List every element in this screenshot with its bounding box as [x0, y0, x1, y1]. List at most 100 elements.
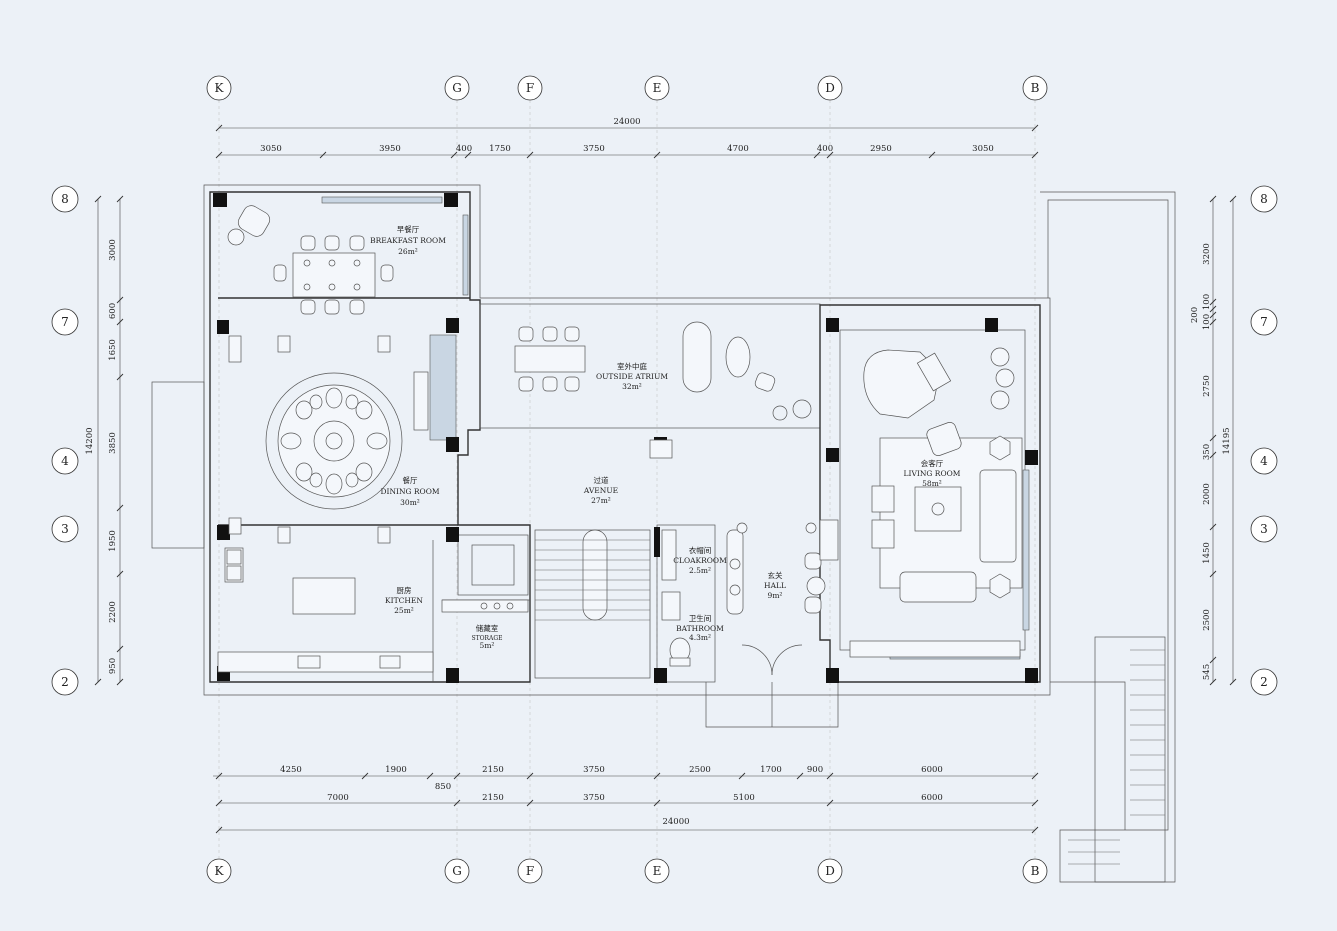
svg-text:LIVING ROOM: LIVING ROOM	[904, 469, 961, 478]
dim-bottom1-1: 1900	[385, 765, 407, 775]
svg-text:3: 3	[61, 522, 69, 536]
svg-text:OUTSIDE ATRIUM: OUTSIDE ATRIUM	[596, 372, 668, 381]
svg-text:K: K	[215, 864, 225, 878]
dim-bottom1-0: 4250	[280, 765, 302, 775]
dim-bottom-850: 850	[435, 782, 451, 792]
room-label-atrium: 室外中庭 OUTSIDE ATRIUM 32m²	[596, 361, 668, 391]
central-stairs	[534, 529, 651, 679]
dim-top-6: 400	[817, 144, 833, 154]
svg-text:玄关: 玄关	[768, 570, 783, 580]
hall-furniture	[661, 519, 839, 727]
dim-left-6: 950	[108, 658, 118, 674]
svg-text:D: D	[825, 864, 835, 878]
room-label-breakfast: 早餐厅 BREAKFAST ROOM 26m²	[370, 225, 446, 256]
grid-bubble-4-left: 4	[51, 447, 79, 475]
dim-top-8: 3050	[972, 144, 994, 154]
svg-text:2: 2	[61, 675, 69, 689]
svg-text:K: K	[215, 81, 225, 95]
svg-text:F: F	[526, 81, 534, 95]
dim-top-7: 2950	[870, 144, 892, 154]
svg-text:26m²: 26m²	[398, 247, 418, 256]
svg-text:KITCHEN: KITCHEN	[385, 596, 423, 605]
svg-text:E: E	[653, 864, 662, 878]
svg-text:4.3m²: 4.3m²	[689, 633, 711, 642]
svg-text:32m²: 32m²	[622, 382, 642, 391]
living-room-furniture	[849, 347, 1023, 658]
svg-text:30m²: 30m²	[400, 498, 420, 507]
dim-top-0: 3050	[260, 144, 282, 154]
grid-bubble-G-bottom: G	[444, 858, 470, 884]
grid-bubble-3-left: 3	[51, 515, 79, 543]
svg-text:58m²: 58m²	[922, 479, 942, 488]
svg-text:2: 2	[1260, 675, 1268, 689]
dim-left-2: 1650	[108, 339, 118, 361]
grid-bubble-B-top: B	[1022, 75, 1048, 101]
grid-bubble-G-top: G	[444, 75, 470, 101]
room-label-hall: 玄关 HALL 9m²	[764, 570, 786, 600]
grid-bubble-4-right: 4	[1250, 447, 1278, 475]
svg-text:9m²: 9m²	[768, 591, 783, 600]
dim-top-4: 3750	[583, 144, 605, 154]
dim-top-total: 24000	[613, 117, 640, 127]
kitchen-furniture	[217, 547, 529, 673]
dim-left-3: 3850	[108, 432, 118, 454]
room-label-kitchen: 厨房 KITCHEN 25m²	[385, 585, 423, 615]
svg-text:衣帽间: 衣帽间	[689, 545, 712, 555]
svg-text:DINING ROOM: DINING ROOM	[380, 487, 439, 496]
dim-top-2: 400	[456, 144, 472, 154]
grid-bubble-E-bottom: E	[644, 858, 670, 884]
dim-bottom1-4: 2500	[689, 765, 711, 775]
dim-top-5: 4700	[727, 144, 749, 154]
grid-bubble-8-left: 8	[51, 185, 79, 213]
grid-bubble-K-top: K	[206, 75, 232, 101]
dim-bottom2-1: 2150	[482, 793, 504, 803]
svg-text:D: D	[825, 81, 835, 95]
svg-text:厨房: 厨房	[397, 585, 412, 595]
svg-text:4: 4	[1260, 454, 1268, 468]
room-label-dining: 餐厅 DINING ROOM 30m²	[380, 476, 439, 507]
svg-text:卫生间: 卫生间	[689, 613, 712, 623]
grid-bubble-2-left: 2	[51, 668, 79, 696]
svg-text:E: E	[653, 81, 662, 95]
dim-right-2: 100	[1202, 314, 1212, 330]
round-dining-table	[228, 335, 429, 544]
dim-bottom2-4: 6000	[921, 793, 943, 803]
svg-text:7: 7	[1260, 315, 1268, 329]
dim-right-3: 100	[1202, 294, 1212, 310]
room-label-cloakroom: 衣帽间 CLOAKROOM 2.5m²	[673, 545, 727, 575]
left-dimensions: 14200 3000 600 1650 3850 1950 2200 950	[85, 195, 124, 686]
bottom-dimensions: 4250 1900 2150 3750 2500 1700 900 6000 8…	[213, 765, 1039, 834]
svg-text:25m²: 25m²	[394, 606, 414, 615]
dim-bottom1-5: 1700	[760, 765, 782, 775]
svg-text:3: 3	[1260, 522, 1268, 536]
svg-text:储藏室: 储藏室	[476, 623, 499, 633]
svg-text:8: 8	[1260, 192, 1268, 206]
svg-text:G: G	[452, 81, 462, 95]
grid-bubble-2-right: 2	[1250, 668, 1278, 696]
svg-text:8: 8	[61, 192, 69, 206]
room-label-bathroom: 卫生间 BATHROOM 4.3m²	[676, 613, 724, 642]
svg-text:餐厅: 餐厅	[403, 476, 418, 485]
dim-left-4: 1950	[108, 530, 118, 552]
top-dimensions: 24000 3050 3950 400 1750 3750 4700 400 2…	[215, 117, 1039, 159]
dim-right-4: 2750	[1202, 375, 1212, 397]
dim-bottom-total: 24000	[662, 817, 689, 827]
svg-text:B: B	[1031, 81, 1040, 95]
dim-bottom1-6: 900	[807, 765, 823, 775]
dim-bottom1-2: 2150	[482, 765, 504, 775]
grid-bubble-F-top: F	[517, 75, 543, 101]
grid-bubble-8-right: 8	[1250, 185, 1278, 213]
dim-right-6: 2000	[1202, 483, 1212, 505]
grid-bubble-D-top: D	[817, 75, 843, 101]
grid-bubble-K-bottom: K	[206, 858, 232, 884]
grid-bubble-D-bottom: D	[817, 858, 843, 884]
grid-bubble-7-left: 7	[51, 308, 79, 336]
dim-left-total: 14200	[85, 427, 95, 454]
svg-text:BREAKFAST ROOM: BREAKFAST ROOM	[370, 236, 446, 245]
svg-text:27m²: 27m²	[591, 496, 611, 505]
atrium-furniture	[514, 321, 812, 459]
structural-columns	[213, 193, 1038, 683]
dim-bottom2-0: 7000	[327, 793, 349, 803]
svg-text:STORAGE: STORAGE	[471, 635, 502, 642]
svg-text:HALL: HALL	[764, 581, 786, 590]
